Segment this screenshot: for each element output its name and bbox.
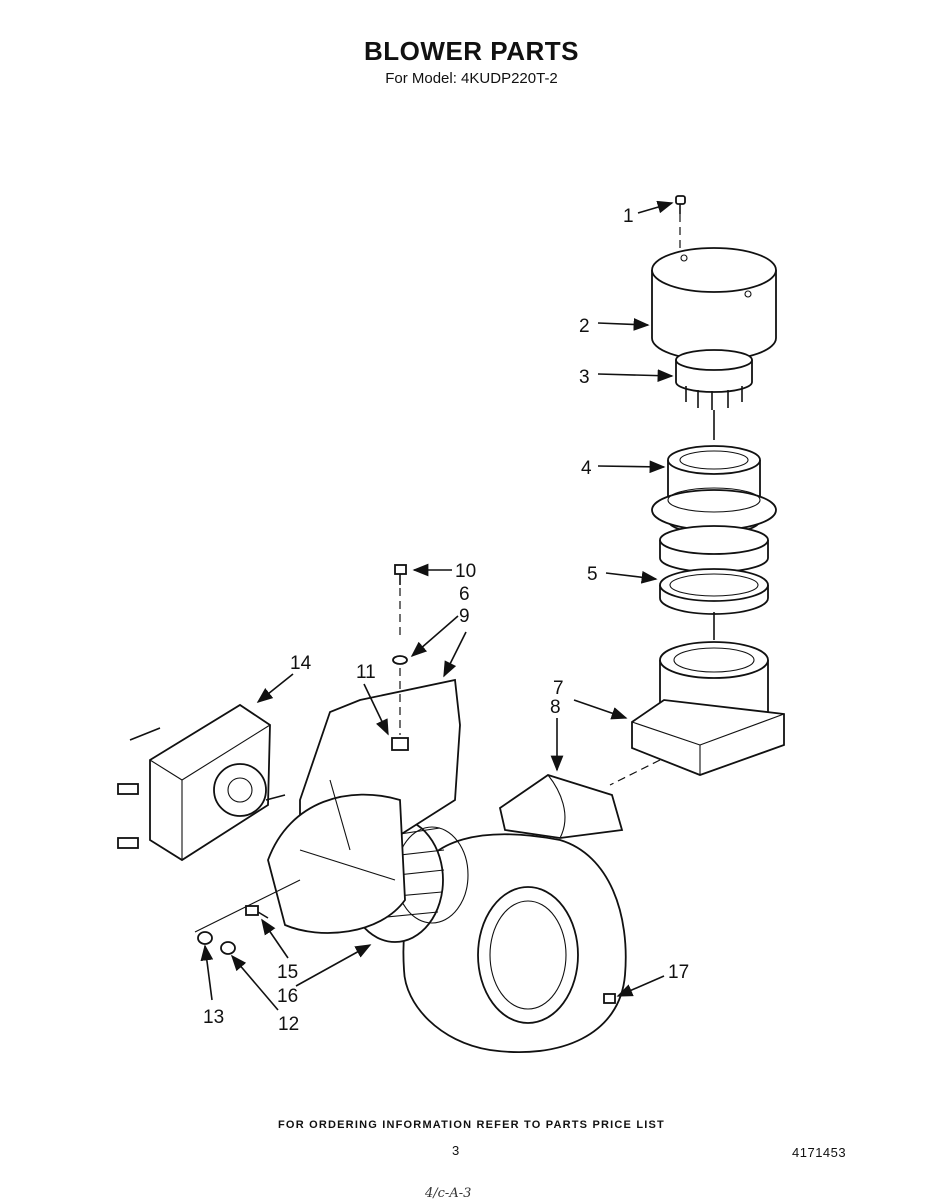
callout-9: 9	[459, 606, 470, 627]
callout-5: 5	[587, 564, 598, 585]
handwritten-note: 4/c-A-3	[425, 1186, 472, 1201]
callout-15: 15	[277, 962, 298, 983]
callout-16: 16	[277, 986, 298, 1007]
callout-8: 8	[550, 697, 561, 718]
motor-cover-part-2	[651, 247, 777, 361]
callout-7: 7	[553, 678, 564, 699]
clip-part-11	[391, 737, 409, 751]
callout-12: 12	[278, 1014, 299, 1035]
ordering-info-note: FOR ORDERING INFORMATION REFER TO PARTS …	[278, 1119, 665, 1131]
callout-14: 14	[290, 653, 312, 674]
callout-17: 17	[668, 962, 689, 983]
page-title: BLOWER PARTS	[364, 36, 579, 66]
blower-housing-part-8	[402, 774, 627, 1054]
screw-part-15	[245, 905, 269, 919]
callout-3: 3	[579, 367, 590, 388]
callout-10: 10	[455, 561, 476, 582]
gasket-ring-part-5	[659, 568, 769, 615]
screw-part-1	[675, 195, 686, 214]
washer-part-6	[392, 655, 408, 665]
document-number: 4171453	[792, 1145, 847, 1160]
callout-6: 6	[459, 584, 470, 605]
motor-part-14	[117, 703, 286, 862]
terminal-block-part-3	[675, 349, 753, 410]
callout-11: 11	[356, 662, 376, 683]
blower-scroll-part-9	[267, 678, 461, 934]
nut-part-13	[197, 931, 213, 945]
blower-adapter-part-7	[631, 641, 785, 776]
callout-1: 1	[623, 206, 634, 227]
motor-mount-ring-part-4	[651, 445, 777, 573]
page-number: 3	[452, 1143, 460, 1158]
callout-2: 2	[579, 316, 590, 337]
nut-part-17	[603, 993, 616, 1004]
nut-part-12	[220, 941, 236, 955]
callout-4: 4	[581, 458, 592, 479]
screw-part-10	[394, 564, 407, 585]
callout-13: 13	[203, 1007, 224, 1028]
model-subtitle: For Model: 4KUDP220T-2	[385, 70, 558, 87]
